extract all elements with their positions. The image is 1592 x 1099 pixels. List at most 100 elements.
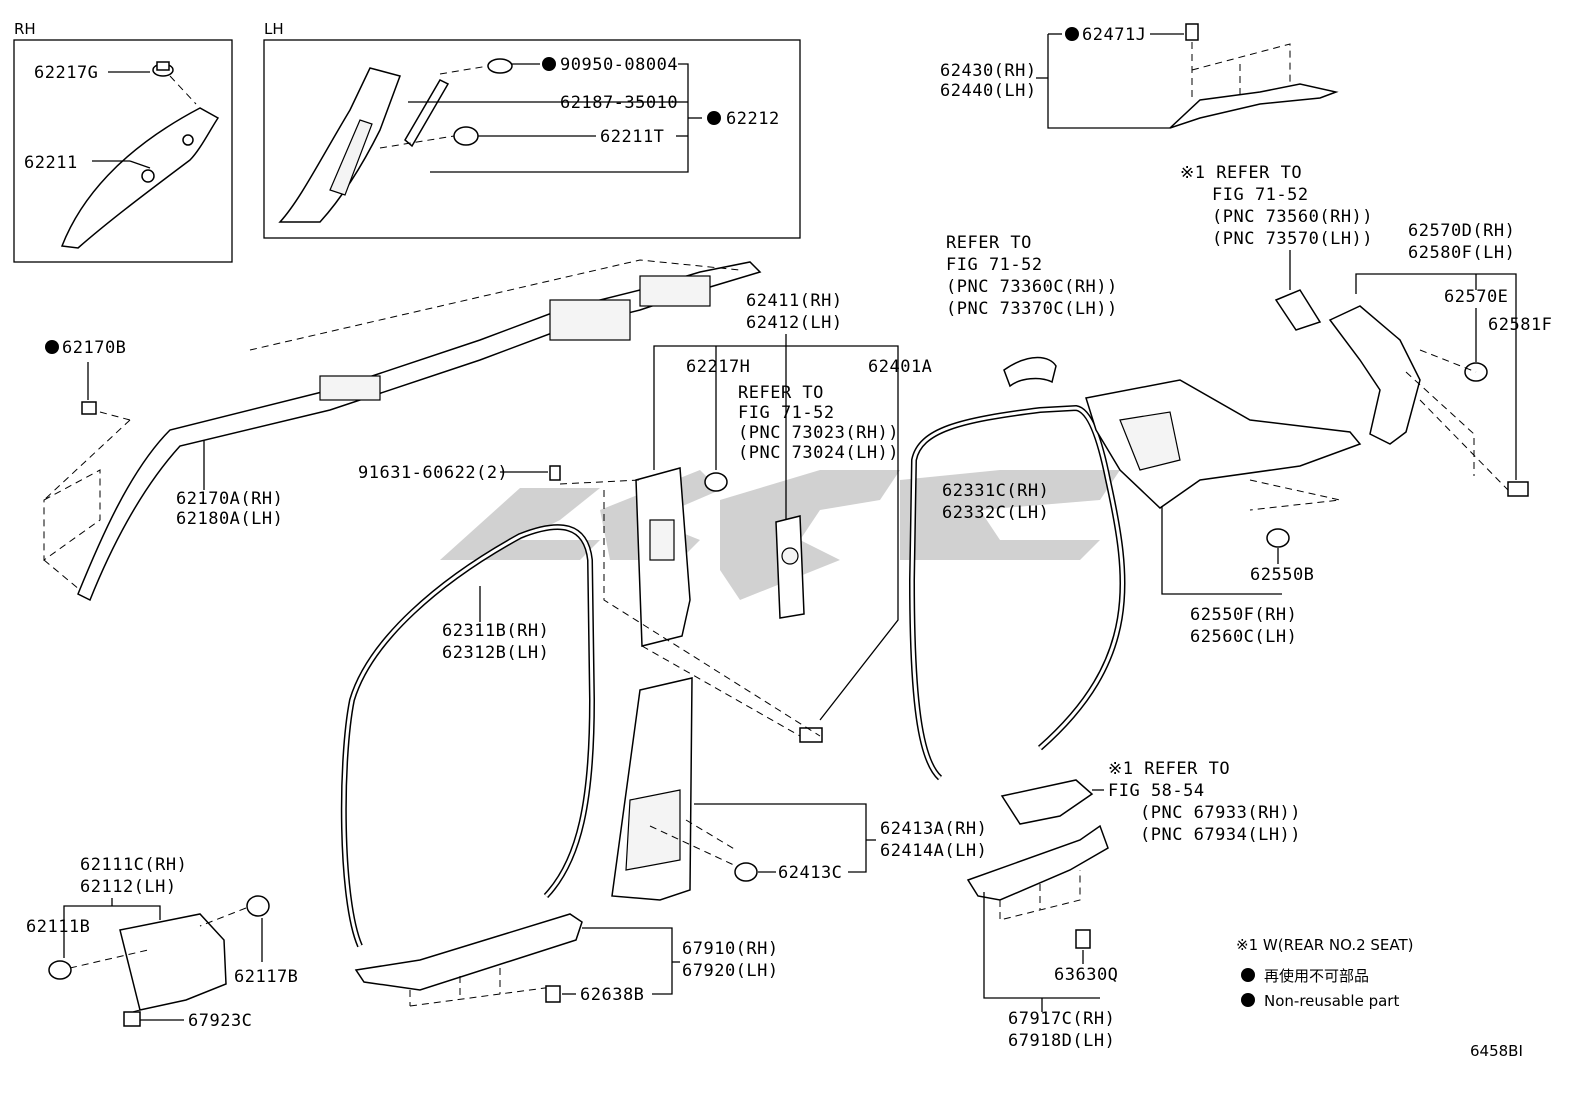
- reference-note-1: REFER TO FIG 71-52 (PNC 73023(RH)) (PNC …: [738, 383, 899, 463]
- label-62111C: 62111C(RH): [80, 855, 187, 875]
- label-63630Q: 63630Q: [1054, 965, 1118, 985]
- label-62581F: 62581F: [1488, 315, 1552, 335]
- label-62170A: 62170A(RH): [176, 489, 283, 509]
- clip-62638b: [545, 985, 561, 1003]
- legend-nonreusable-en: Non-reusable part: [1264, 992, 1399, 1010]
- label-67918D: 67918D(LH): [1008, 1031, 1115, 1051]
- reference-note-2: REFER TO FIG 71-52 (PNC 73360C(RH)) (PNC…: [946, 233, 1118, 319]
- clip-62471j: [1185, 23, 1199, 41]
- ref1-line3: (PNC 73023(RH)): [738, 423, 899, 443]
- label-62331C: 62331C(RH): [942, 481, 1049, 501]
- label-62638B: 62638B: [580, 985, 644, 1005]
- nonreusable-dot-icon: [1065, 27, 1079, 41]
- ref3-line1: ※1 REFER TO: [1180, 163, 1302, 183]
- clip-62550b: [1266, 528, 1290, 548]
- label-62312B: 62312B(LH): [442, 643, 549, 663]
- legend: ※1 W(REAR NO.2 SEAT) 再使用不可部品 Non-reusabl…: [1236, 936, 1414, 1010]
- door-opening-trim-rear: [908, 404, 1126, 781]
- ref3-line4: (PNC 73570(LH)): [1212, 229, 1373, 249]
- label-62471J: 62471J: [1082, 25, 1146, 45]
- screw-91631: [549, 465, 561, 481]
- ref3-line2: FIG 71-52: [1212, 185, 1309, 205]
- legend-note1: ※1 W(REAR NO.2 SEAT): [1236, 936, 1414, 954]
- label-62430: 62430(RH): [940, 61, 1037, 81]
- label-62411: 62411(RH): [746, 291, 843, 311]
- ref2-line1: REFER TO: [946, 233, 1032, 253]
- clip-62401a: [799, 727, 823, 743]
- center-pillar-lower-garnish: [611, 677, 693, 901]
- reference-note-4: ※1 REFER TO FIG 58-54 (PNC 67933(RH)) (P…: [1108, 759, 1301, 845]
- clip-62117b: [246, 895, 270, 917]
- roof-side-rail-garnish: [77, 261, 762, 602]
- label-62111B: 62111B: [26, 917, 90, 937]
- label-62180A: 62180A(LH): [176, 509, 283, 529]
- reference-note-3: ※1 REFER TO FIG 71-52 (PNC 73560(RH)) (P…: [1180, 163, 1373, 249]
- ref4-line2: FIG 58-54: [1108, 781, 1205, 801]
- front-door-scuff-plate: [354, 913, 583, 991]
- lh-box: [263, 39, 801, 239]
- label-62332C: 62332C(LH): [942, 503, 1049, 523]
- label-62414A: 62414A(LH): [880, 841, 987, 861]
- lh-box-label: LH: [264, 20, 284, 38]
- ref2-line2: FIG 71-52: [946, 255, 1043, 275]
- ref4-line1: ※1 REFER TO: [1108, 759, 1230, 779]
- label-91631: 91631-60622(2): [358, 463, 508, 483]
- label-67910: 67910(RH): [682, 939, 779, 959]
- rh-box: [13, 39, 233, 263]
- nonreusable-dot-icon: [707, 111, 721, 125]
- label-62440: 62440(LH): [940, 81, 1037, 101]
- label-90950: 90950-08004: [560, 55, 678, 75]
- a-pillar-garnish-rh: [60, 107, 220, 249]
- label-62117B: 62117B: [234, 967, 298, 987]
- rear-step-cover: [1000, 779, 1094, 825]
- label-62550F: 62550F(RH): [1190, 605, 1297, 625]
- clip-62217h: [704, 472, 728, 492]
- belt-guide-cover: [1274, 289, 1322, 331]
- seat-belt-anchor-cover: [775, 515, 805, 619]
- clip-67923c: [123, 1011, 141, 1027]
- center-pillar-upper-garnish: [635, 467, 691, 647]
- label-67923C: 67923C: [188, 1011, 252, 1031]
- ref1-line4: (PNC 73024(LH)): [738, 443, 899, 463]
- cowl-side-trim: [119, 913, 227, 1011]
- clip-62413c: [734, 862, 758, 882]
- roof-side-garnish: [1169, 83, 1339, 129]
- label-62413A: 62413A(RH): [880, 819, 987, 839]
- label-62413C: 62413C: [778, 863, 842, 883]
- label-62170B: 62170B: [62, 338, 126, 358]
- nonreusable-dot-icon: [45, 340, 59, 354]
- ref1-line2: FIG 71-52: [738, 403, 835, 423]
- clip-63630q: [1075, 929, 1091, 949]
- nonreusable-dot-icon: [1241, 968, 1255, 982]
- quarter-trim-upper: [1085, 379, 1362, 509]
- legend-nonreusable-jp: 再使用不可部品: [1264, 967, 1369, 985]
- label-62217H: 62217H: [686, 357, 750, 377]
- nonreusable-dot-icon: [1241, 993, 1255, 1007]
- clip-62581f: [1507, 481, 1529, 497]
- a-pillar-garnish-lh: [278, 67, 450, 223]
- clip-62111b: [48, 960, 72, 980]
- clip-62170b: [81, 401, 97, 415]
- ref2-line3: (PNC 73360C(RH)): [946, 277, 1118, 297]
- rear-pillar-garnish: [1328, 305, 1421, 445]
- ref3-line3: (PNC 73560(RH)): [1212, 207, 1373, 227]
- rh-box-label: RH: [14, 20, 36, 38]
- label-67917C: 67917C(RH): [1008, 1009, 1115, 1029]
- ref2-line4: (PNC 73370C(LH)): [946, 299, 1118, 319]
- watermark-logo: [440, 470, 1120, 600]
- assist-grip-cover: [1003, 356, 1057, 388]
- clip-62211t: [453, 126, 479, 146]
- rear-door-scuff-plate: [966, 824, 1109, 901]
- label-62570E: 62570E: [1444, 287, 1508, 307]
- label-62211: 62211: [24, 153, 78, 173]
- clip-90950: [487, 58, 513, 74]
- ref4-line3: (PNC 67933(RH)): [1140, 803, 1301, 823]
- door-opening-trim-front: [340, 524, 596, 948]
- label-62217G: 62217G: [34, 63, 98, 83]
- nonreusable-dot-icon: [542, 57, 556, 71]
- clip-62217g: [152, 61, 174, 77]
- ref1-line1: REFER TO: [738, 383, 824, 403]
- label-62311B: 62311B(RH): [442, 621, 549, 641]
